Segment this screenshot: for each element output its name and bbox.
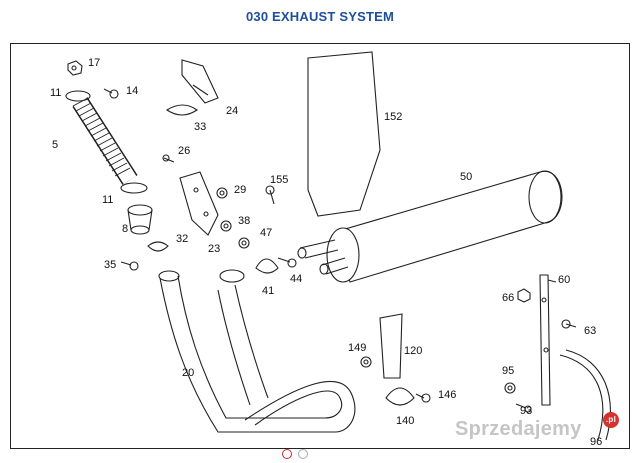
part-label-66: 66	[502, 292, 515, 304]
page-title: 030 EXHAUST SYSTEM	[245, 9, 395, 24]
carousel-dot-2[interactable]	[298, 449, 308, 459]
part-label-140: 140	[396, 415, 415, 427]
part-label-152: 152	[384, 111, 403, 123]
flex-pipe	[72, 97, 138, 185]
part-label-32: 32	[176, 233, 189, 245]
carousel-dot-1[interactable]	[282, 449, 292, 459]
part-label-23: 23	[208, 243, 221, 255]
part-label-8: 8	[122, 223, 129, 235]
part-label-24: 24	[226, 105, 239, 117]
part-label-26: 26	[178, 145, 191, 157]
part-label-20: 20	[182, 367, 195, 379]
part-label-44: 44	[290, 273, 303, 285]
part-label-63: 63	[584, 325, 597, 337]
part-label-60: 60	[558, 274, 571, 286]
diagram-frame	[10, 43, 630, 449]
part-label-35: 35	[104, 259, 117, 271]
part-label-155: 155	[270, 174, 289, 186]
part-label-11-upper: 11	[50, 87, 62, 99]
part-label-14: 14	[126, 85, 139, 97]
part-label-33: 33	[194, 121, 207, 133]
part-label-50: 50	[460, 171, 473, 183]
part-label-17: 17	[88, 57, 101, 69]
part-label-149: 149	[348, 342, 367, 354]
watermark-badge: .pl	[603, 412, 619, 428]
part-label-41: 41	[262, 285, 275, 297]
part-label-146: 146	[438, 389, 457, 401]
watermark-text: Sprzedajemy	[455, 418, 582, 440]
part-label-5: 5	[52, 139, 59, 151]
part-label-11-lower: 11	[102, 194, 114, 206]
part-label-38: 38	[238, 215, 251, 227]
part-label-93: 93	[520, 405, 533, 417]
part-label-29: 29	[234, 184, 247, 196]
part-label-96: 96	[590, 436, 603, 448]
part-label-95: 95	[502, 365, 515, 377]
part-label-120: 120	[404, 345, 423, 357]
part-label-47: 47	[260, 227, 273, 239]
watermark-logo: Sprzedajemy .pl	[455, 412, 619, 441]
